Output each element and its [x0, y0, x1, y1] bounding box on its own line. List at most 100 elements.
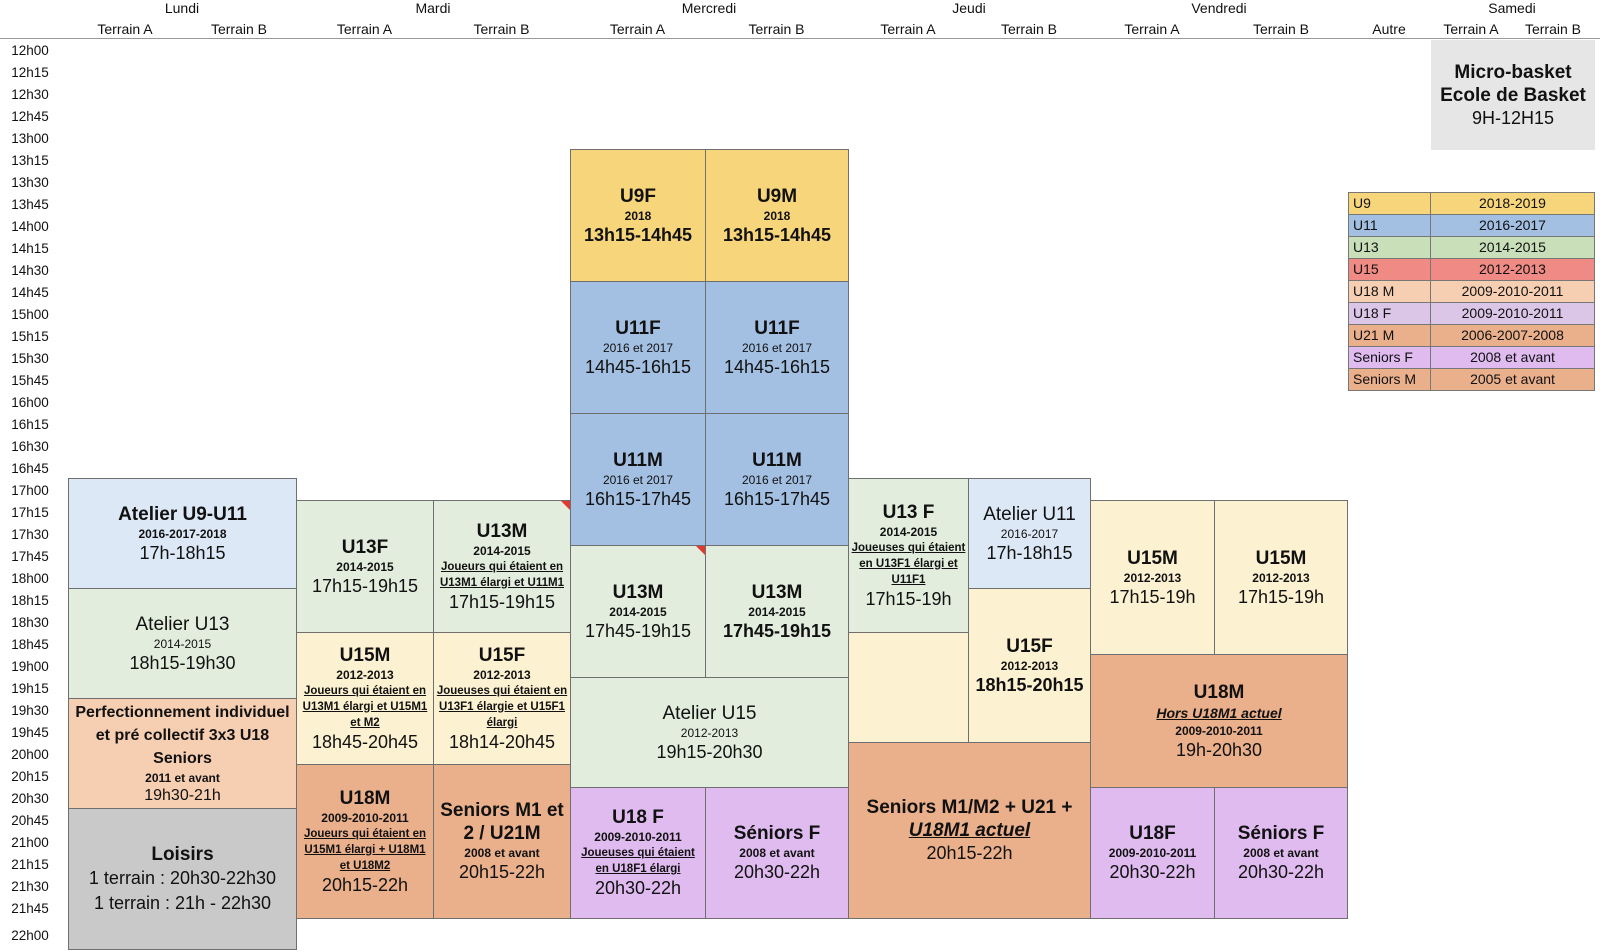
legend-category: U18 F [1348, 302, 1431, 325]
session-mercredi-u9m: U9M 2018 13h15-14h45 [705, 149, 849, 282]
time-label: 13h30 [11, 175, 49, 190]
session-time: 20h30-22h [733, 862, 821, 882]
time-label: 19h45 [11, 725, 49, 740]
court-header: Terrain A [1124, 21, 1180, 37]
session-mercredi-seniors-f: Séniors F 2008 et avant 20h30-22h [705, 787, 849, 919]
legend-category: U11 [1348, 214, 1431, 237]
session-title: U15M [1127, 547, 1178, 569]
session-time: 17h45-19h15 [584, 620, 692, 641]
session-years: 2016-2017 [1000, 526, 1059, 541]
session-time: 17h45-19h15 [722, 620, 832, 641]
session-title: Atelier U9-U11 [118, 503, 247, 525]
time-label: 20h15 [11, 769, 49, 784]
session-note: Joueurs qui étaient en U13M1 élargi et U… [439, 560, 564, 589]
court-header: Terrain B [210, 21, 268, 37]
session-years: 2008 et avant [1243, 846, 1319, 860]
session-title: U9F [620, 185, 656, 207]
time-label: 13h45 [11, 197, 49, 212]
session-title: U11M [613, 449, 663, 471]
comment-marker [561, 501, 570, 510]
time-label: 22h00 [11, 928, 49, 943]
session-title: Loisirs [151, 843, 214, 865]
time-label: 13h15 [11, 153, 49, 168]
session-mercredi-u11f-b: U11F 2016 et 2017 14h45-16h15 [705, 281, 849, 414]
session-years: 2008 et avant [464, 846, 540, 860]
session-title: U15F [478, 644, 526, 666]
session-vendredi-u18m: U18M Hors U18M1 actuel 2009-2010-2011 19… [1090, 654, 1348, 788]
session-vendredi-seniors-f: Séniors F 2008 et avant 20h30-22h [1214, 787, 1348, 919]
session-mardi-u15m: U15M 2012-2013 Joueurs qui étaient en U1… [296, 632, 434, 765]
time-label: 18h15 [11, 593, 49, 608]
session-vendredi-u15m-a: U15M 2012-2013 17h15-19h [1090, 500, 1215, 655]
session-subtitle: Ecole de Basket [1440, 84, 1586, 106]
time-label: 17h15 [11, 505, 49, 520]
session-time: 14h45-16h15 [723, 356, 831, 377]
session-title: U11F [615, 317, 661, 339]
time-label: 21h45 [11, 901, 49, 916]
time-label: 19h00 [11, 659, 49, 674]
legend-years: 2018-2019 [1430, 192, 1595, 215]
session-time: 17h15-19h [1237, 586, 1325, 607]
session-mercredi-u13m-b: U13M 2014-2015 17h45-19h15 [705, 545, 849, 678]
day-header-vendredi: Vendredi [1191, 0, 1247, 16]
session-lundi-atelier-u13: Atelier U13 2014-2015 18h15-19h30 [68, 588, 297, 699]
session-years: 2011 et avant [145, 771, 220, 785]
session-time: 17h15-19h15 [311, 575, 419, 596]
session-years: 2014-2015 [336, 559, 394, 574]
session-mardi-seniors: Seniors M1 et 2 / U21M 2008 et avant 20h… [433, 764, 571, 919]
session-jeudi-empty [848, 632, 969, 743]
session-title: Séniors F [733, 823, 821, 844]
time-label: 17h00 [11, 483, 49, 498]
session-years: 2016 et 2017 [602, 472, 674, 487]
time-label: 15h00 [11, 307, 49, 322]
session-title: Seniors M1 et 2 / U21M [440, 800, 564, 844]
legend-years: 2012-2013 [1430, 258, 1595, 281]
time-label: 21h15 [11, 857, 49, 872]
session-title: Atelier U15 [662, 702, 757, 724]
session-title: U18M [1193, 681, 1245, 703]
session-note: Joueuses qui étaient en U13F1 élargi et … [851, 541, 966, 586]
session-title: U13M [476, 520, 528, 542]
time-label: 16h30 [11, 439, 49, 454]
session-vendredi-u18f: U18F 2009-2010-2011 20h30-22h [1090, 787, 1215, 919]
session-years: 2014-2015 [609, 604, 667, 619]
session-time: 20h15-22h [321, 874, 409, 895]
session-jeudi-atelier-u11: Atelier U11 2016-2017 17h-18h15 [968, 478, 1091, 589]
time-label: 15h15 [11, 329, 49, 344]
time-label: 14h30 [11, 263, 49, 278]
session-title: Perfectionnement individuel et pré colle… [75, 704, 290, 767]
time-label: 13h00 [11, 131, 49, 146]
time-label: 21h30 [11, 879, 49, 894]
session-title: U13M [751, 581, 803, 603]
session-years: 2009-2010-2011 [321, 810, 409, 825]
session-mercredi-u18f: U18 F 2009-2010-2011 Joueuses qui étaien… [570, 787, 706, 919]
session-time: 9H-12H15 [1471, 107, 1555, 128]
session-title: Seniors M1/M2 + U21 + [866, 797, 1073, 818]
day-header-mardi: Mardi [415, 0, 451, 16]
court-header: Terrain A [1443, 21, 1499, 37]
session-mercredi-u11f-a: U11F 2016 et 2017 14h45-16h15 [570, 281, 706, 414]
court-header: Terrain B [473, 21, 530, 37]
session-jeudi-u13f: U13 F 2014-2015 Joueuses qui étaient en … [848, 478, 969, 633]
legend-category: Seniors M [1348, 368, 1431, 391]
session-years: 2012-2013 [336, 667, 394, 682]
court-header: Terrain B [1524, 21, 1582, 37]
court-header: Terrain A [609, 21, 666, 37]
time-label: 18h45 [11, 637, 49, 652]
session-title: U18 F [612, 807, 664, 828]
session-time: 19h15-20h30 [656, 741, 763, 762]
legend-category: U9 [1348, 192, 1431, 215]
session-time: 13h15-14h45 [722, 224, 832, 245]
session-years: 2009-2010-2011 [1175, 723, 1263, 738]
day-header-samedi: Samedi [1488, 0, 1536, 16]
session-jeudi-seniors: Seniors M1/M2 + U21 + U18M1 actuel 20h15… [848, 742, 1091, 919]
legend-years: 2009-2010-2011 [1430, 302, 1595, 325]
session-title: U18M [339, 787, 391, 809]
session-title: U13M [612, 581, 664, 603]
session-vendredi-u15m-b: U15M 2012-2013 17h15-19h [1214, 500, 1348, 655]
session-years: 2012-2013 [680, 725, 739, 740]
session-mardi-u15f: U15F 2012-2013 Joueuses qui étaient en U… [433, 632, 571, 765]
time-label: 19h15 [11, 681, 49, 696]
legend-years: 2009-2010-2011 [1430, 280, 1595, 303]
session-note: Hors U18M1 actuel [1156, 704, 1282, 721]
